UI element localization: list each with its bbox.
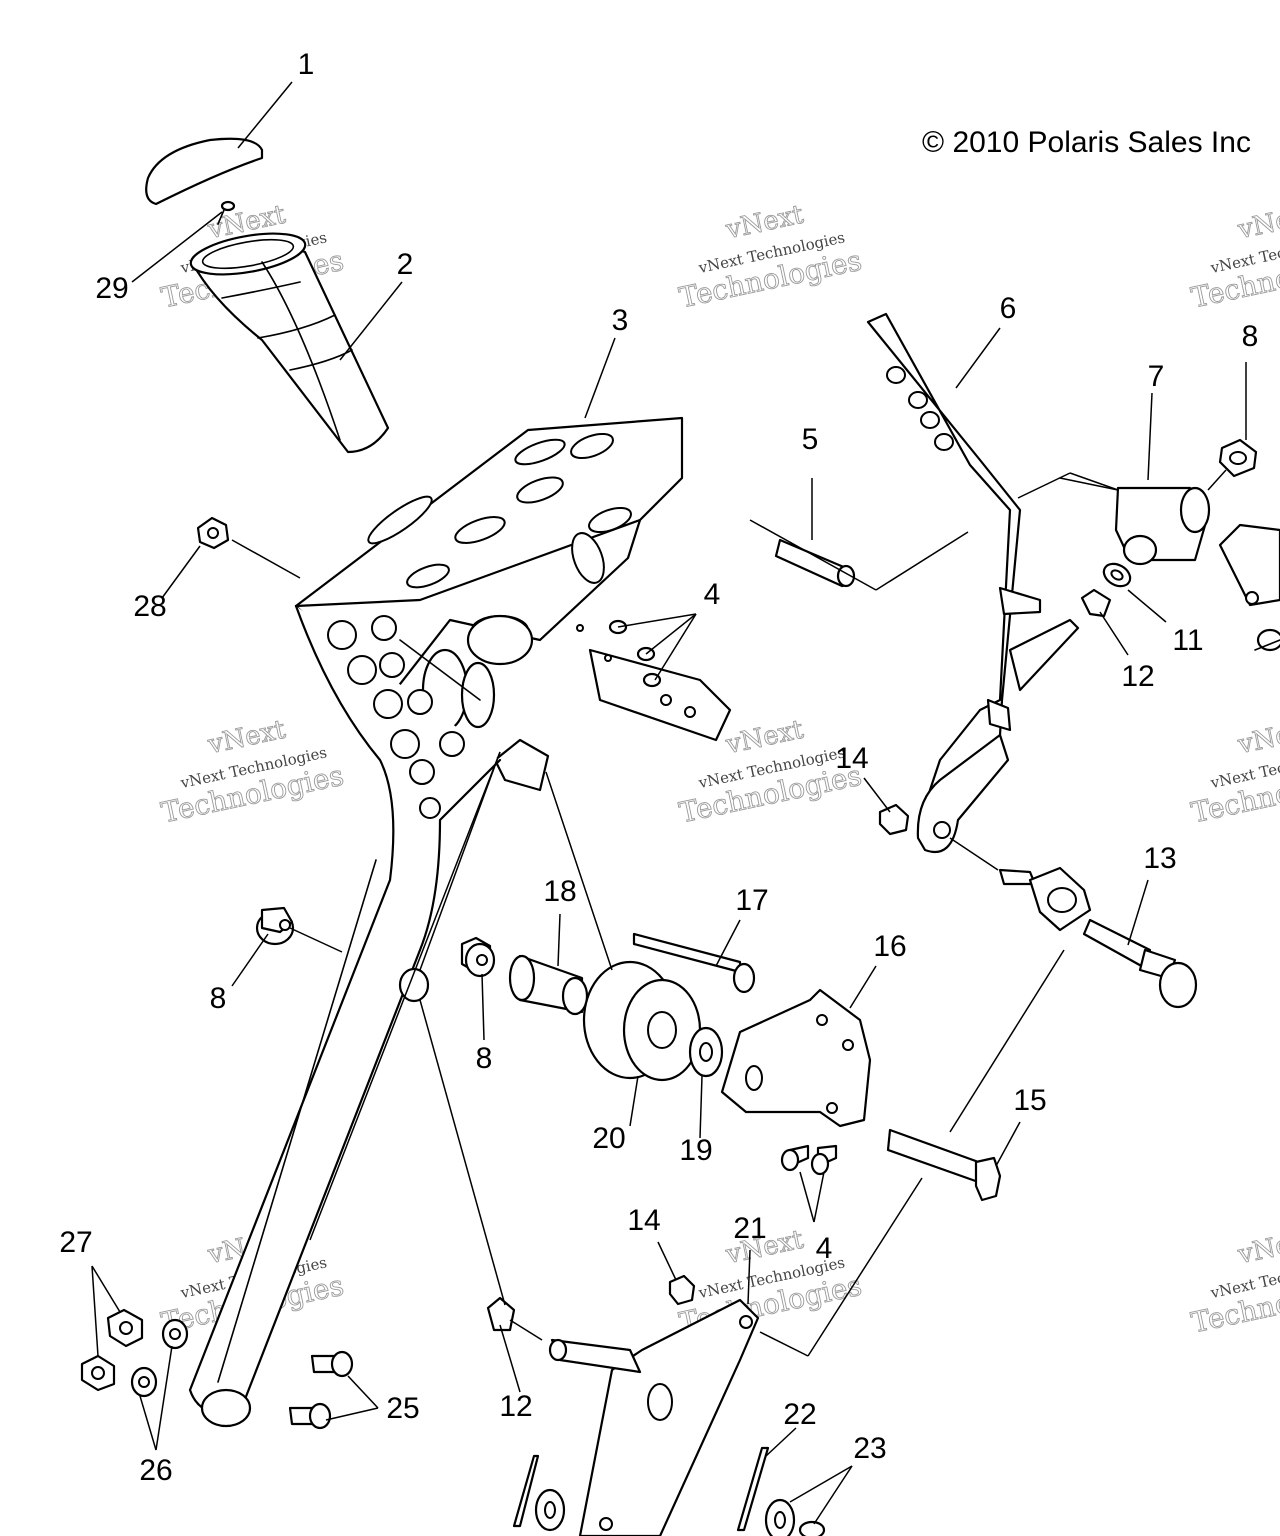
part-bracket-16 — [720, 988, 872, 1128]
part-edge-bracket — [1218, 523, 1280, 652]
part-shift-knob — [189, 232, 390, 454]
callout-20: 20 — [592, 1122, 625, 1155]
callout-25: 25 — [386, 1392, 419, 1425]
callout-14-middle: 14 — [835, 742, 868, 775]
callout-4-upper: 4 — [704, 578, 721, 611]
part-washer-11 — [1102, 562, 1132, 588]
copyright-notice: © 2010 Polaris Sales Inc — [922, 126, 1251, 159]
part-cotter-pins-22 — [512, 1446, 770, 1532]
part-nut-14-middle — [878, 803, 910, 836]
watermark: vNext vNext Technologies Technologies — [676, 199, 865, 315]
part-ball-joint-13 — [998, 866, 1198, 1009]
part-lock-washers-26 — [130, 1318, 189, 1398]
part-nuts-27 — [80, 1308, 144, 1392]
part-nut-14-lower — [668, 1274, 696, 1306]
callout-8-top-right: 8 — [1242, 320, 1259, 353]
part-screw-29 — [217, 200, 236, 225]
part-pin-5 — [774, 538, 856, 588]
part-bolts-4-upper — [576, 619, 662, 688]
part-link-plate-21 — [548, 1298, 760, 1536]
part-shift-rod — [866, 312, 1080, 853]
callout-5: 5 — [802, 423, 819, 456]
svg-text:vNext: vNext — [1235, 200, 1280, 246]
callout-12-lower: 12 — [499, 1390, 532, 1423]
callout-2: 2 — [397, 248, 414, 281]
part-washers-23 — [534, 1488, 826, 1536]
part-long-bolt-17 — [632, 932, 756, 994]
leader-lines — [91, 81, 1247, 1525]
callout-17: 17 — [735, 884, 768, 917]
callout-12-upper: 12 — [1121, 660, 1154, 693]
part-nut-28 — [196, 516, 230, 550]
callout-28: 28 — [133, 590, 166, 623]
callout-14-lower: 14 — [627, 1204, 660, 1237]
callout-18: 18 — [543, 875, 576, 908]
part-knob-cap — [145, 137, 264, 206]
callout-27: 27 — [59, 1226, 92, 1259]
callout-8-left: 8 — [210, 982, 227, 1015]
part-pivot-assembly — [399, 614, 550, 792]
callout-11: 11 — [1172, 624, 1203, 657]
callout-labels: 1 2 3 4 4 5 6 7 8 8 8 11 12 12 13 14 14 … — [59, 48, 1258, 1487]
callout-21: 21 — [733, 1212, 766, 1245]
part-pulley-20 — [582, 960, 702, 1082]
part-shifter-bracket — [294, 416, 732, 742]
part-shifter-arm — [188, 604, 502, 1428]
callout-3: 3 — [612, 304, 629, 337]
svg-text:vNext: vNext — [1235, 715, 1280, 761]
callout-29: 29 — [95, 272, 128, 305]
part-bolts-4-lower — [780, 1144, 838, 1176]
svg-text:vNext: vNext — [1235, 1225, 1280, 1271]
callout-23: 23 — [853, 1432, 886, 1465]
part-bushing-7 — [1059, 477, 1211, 566]
part-spacer-18 — [508, 954, 589, 1016]
watermark: vNext vNext Technologies Technologies — [1188, 714, 1280, 830]
callout-26: 26 — [139, 1454, 172, 1487]
part-clip-12-upper — [1080, 588, 1112, 618]
part-screws-25 — [288, 1350, 354, 1430]
part-flange-nut-8-right — [1218, 438, 1258, 478]
watermark: vNext vNext Technologies Technologies — [1188, 199, 1280, 315]
callout-6: 6 — [1000, 292, 1017, 325]
watermark: vNext vNext Technologies Technologies — [158, 714, 347, 830]
callout-7: 7 — [1148, 360, 1165, 393]
watermark: vNext vNext Technologies Technologies — [1188, 1224, 1280, 1340]
callout-13: 13 — [1143, 842, 1176, 875]
callout-4-lower: 4 — [816, 1232, 833, 1265]
callout-8-middle: 8 — [476, 1042, 493, 1075]
part-flange-nut-8-left — [255, 906, 295, 946]
callout-15: 15 — [1013, 1084, 1046, 1117]
callout-19: 19 — [679, 1134, 712, 1167]
callout-16: 16 — [873, 930, 906, 963]
part-hex-bolt-15 — [886, 1128, 1002, 1202]
callout-1: 1 — [298, 48, 315, 81]
callout-22: 22 — [783, 1398, 816, 1431]
part-clip-12-lower — [486, 1296, 516, 1332]
part-flange-nut-8-middle — [460, 936, 496, 978]
part-washer-19 — [688, 1026, 724, 1078]
